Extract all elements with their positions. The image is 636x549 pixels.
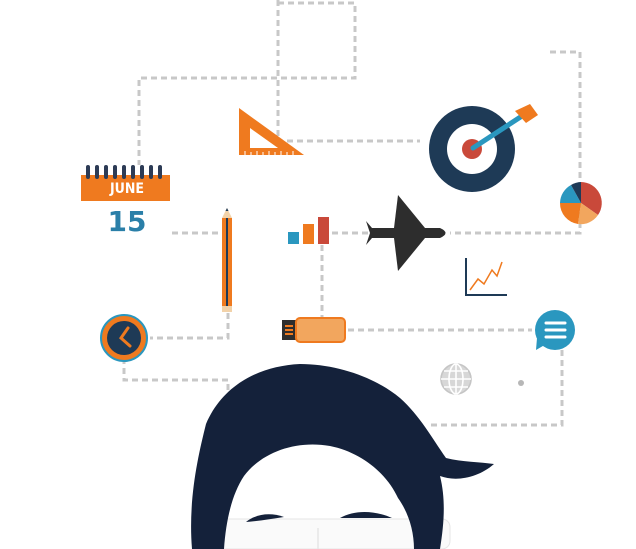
airplane-icon: [366, 195, 446, 271]
globe-icon: [440, 363, 472, 395]
line-chart-icon: [465, 258, 507, 296]
triangle-ruler-icon: [239, 108, 304, 155]
chat-bubble-icon: [535, 310, 575, 350]
pencil-icon: [222, 208, 232, 312]
man-head-illustration: [191, 364, 494, 549]
calendar-icon: [81, 165, 170, 201]
pie-chart-icon: [559, 182, 602, 225]
bar-chart-icon: [288, 217, 329, 244]
usb-drive-icon: [282, 317, 346, 343]
calendar-month: JUNE: [109, 181, 145, 197]
calendar-day: 15: [107, 205, 147, 238]
dot-marker: [518, 380, 524, 386]
dotted-connectors: [122, 0, 582, 427]
dart-icon: [470, 104, 538, 151]
clock-icon: [100, 314, 148, 362]
